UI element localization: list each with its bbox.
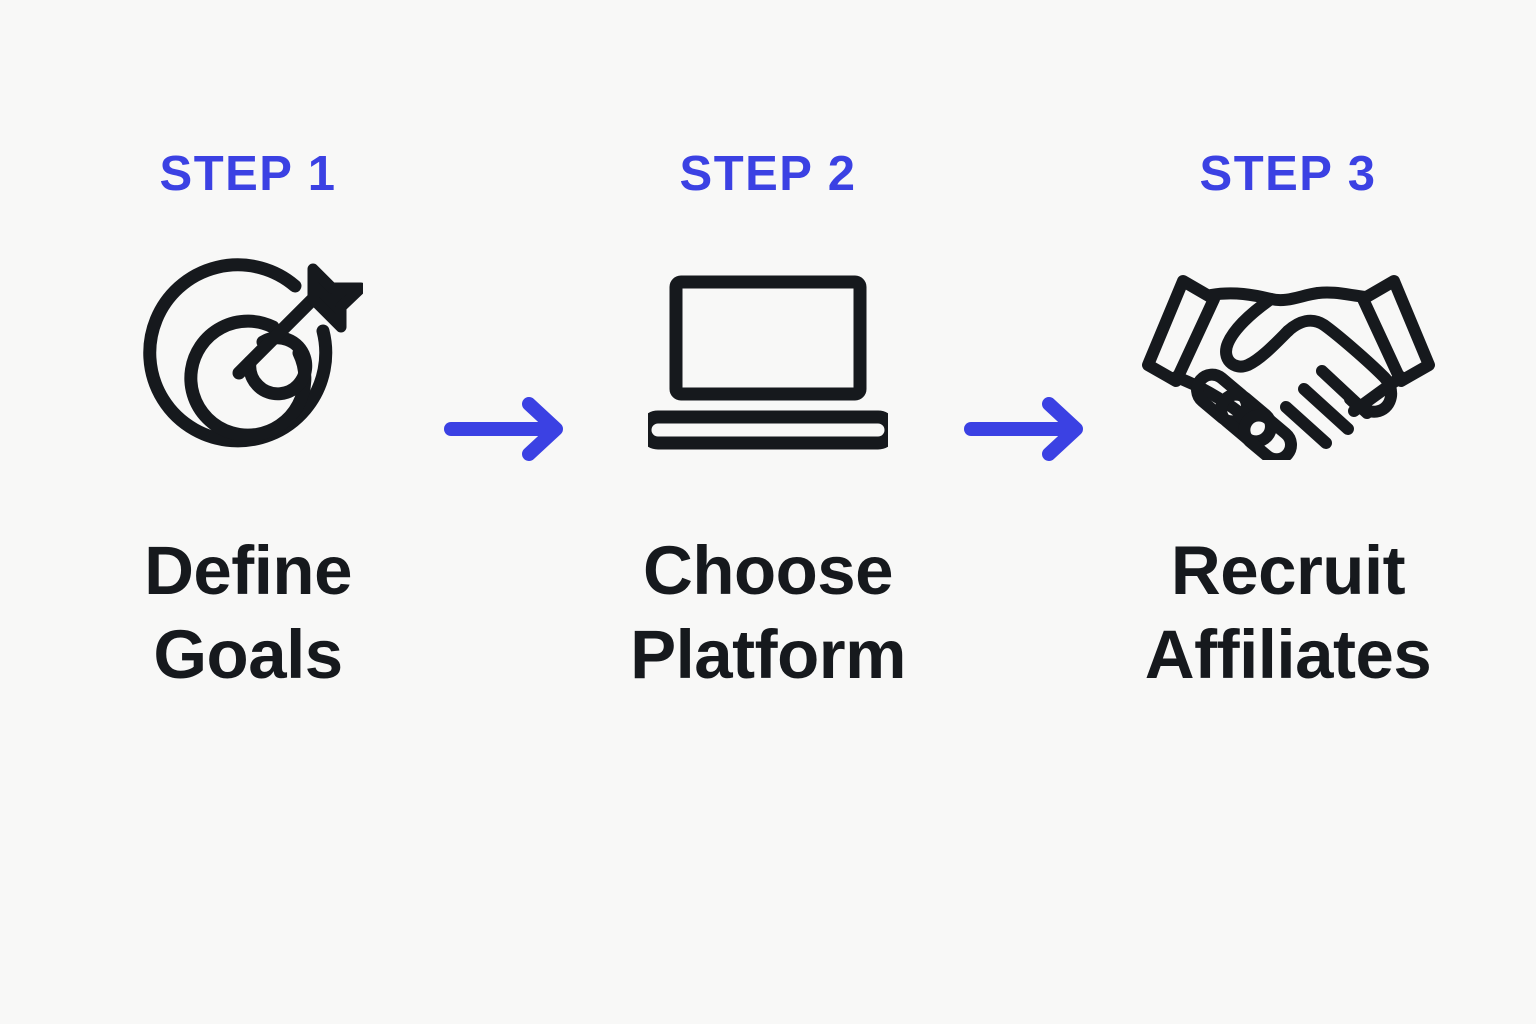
step-1-label: Define Goals bbox=[144, 532, 352, 694]
step-3-label: Recruit Affiliates bbox=[1144, 532, 1432, 694]
step-2-eyebrow: STEP 2 bbox=[679, 147, 857, 201]
laptop-icon bbox=[648, 257, 888, 467]
step-card-3: STEP 3 bbox=[1108, 150, 1468, 697]
arrow-right-icon-1 bbox=[428, 150, 588, 650]
handshake-icon bbox=[1136, 257, 1441, 467]
step-3-eyebrow: STEP 3 bbox=[1199, 147, 1377, 201]
step-card-2: STEP 2 Choose Platform bbox=[588, 150, 948, 697]
step-2-label: Choose Platform bbox=[630, 532, 906, 694]
arrow-right-icon-2 bbox=[948, 150, 1108, 650]
step-card-1: STEP 1 Define Goals bbox=[68, 150, 428, 697]
target-arrow-icon bbox=[133, 257, 363, 467]
steps-row: STEP 1 Define Goals bbox=[0, 150, 1536, 697]
step-1-eyebrow: STEP 1 bbox=[159, 147, 337, 201]
